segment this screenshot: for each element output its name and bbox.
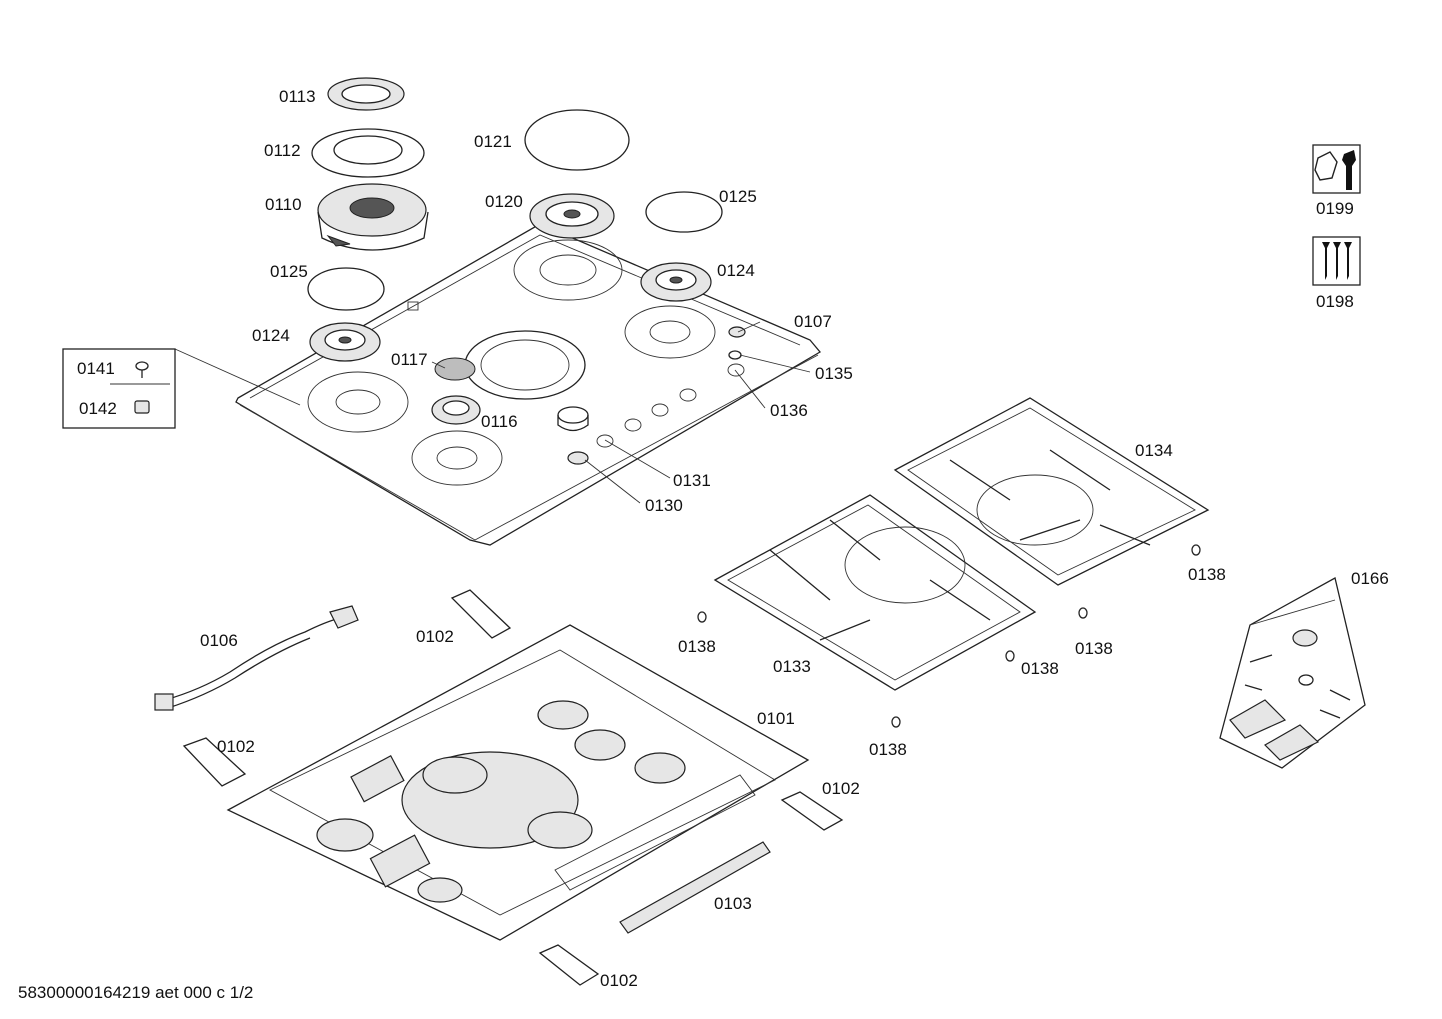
label-0198: 0198 [1316,292,1354,311]
label-0106: 0106 [200,631,238,650]
label-0107: 0107 [794,312,832,331]
screw-0141 [135,361,149,378]
bracket-0102-2 [182,737,247,787]
label-0199: 0199 [1316,199,1354,218]
label-0133: 0133 [773,657,811,676]
bracket-0102-1 [450,589,512,639]
wrench-nut-icon [1312,144,1361,194]
rubber-foot-0138-5 [891,716,901,728]
label-0141: 0141 [77,359,115,378]
knob-0131 [557,406,589,432]
pan-support-0133 [713,494,1037,691]
burner-ring-0112 [311,128,425,178]
label-0131: 0131 [673,471,711,490]
label-0102-2: 0102 [217,737,255,756]
burner-0124-right [640,262,712,302]
strip-0103 [619,841,771,934]
label-0110: 0110 [265,195,302,214]
label-0124-left: 0124 [252,326,290,345]
burner-0124-left [309,322,381,362]
label-0125-right: 0125 [719,187,757,206]
rubber-foot-0138-2 [1191,544,1201,556]
label-0134: 0134 [1135,441,1173,460]
bottom-tray-0101 [226,624,810,941]
label-0101: 0101 [757,709,795,728]
label-0136: 0136 [770,401,808,420]
label-0102-1: 0102 [416,627,454,646]
bracket-0102-4 [538,944,600,986]
label-0112: 0112 [264,141,301,160]
leader-lines-top [174,321,811,504]
label-0130: 0130 [645,496,683,515]
label-0138-4: 0138 [1021,659,1059,678]
cap-0121 [524,109,630,171]
screws-icon [1312,236,1361,286]
label-0138-3: 0138 [1075,639,1113,658]
fastener-inset-box [62,348,176,429]
cap-0125-left [307,267,385,311]
label-0102-3: 0102 [822,779,860,798]
label-0121: 0121 [474,132,512,151]
label-0113: 0113 [279,87,316,106]
label-0142: 0142 [79,399,117,418]
label-0124-right: 0124 [717,261,755,280]
label-0166: 0166 [1351,569,1389,588]
label-0138-5: 0138 [869,740,907,759]
burner-0120 [529,193,615,239]
burner-cap-0113 [327,77,405,111]
burner-base-0110 [317,183,429,251]
label-0138-2: 0138 [1188,565,1226,584]
rubber-foot-0138-1 [697,611,707,623]
accessory-bag-0166 [1219,577,1366,769]
pan-support-0134 [893,397,1210,586]
label-0117: 0117 [391,350,428,369]
rubber-foot-0138-4 [1005,650,1015,662]
cap-0125-right [645,191,723,233]
label-0120: 0120 [485,192,523,211]
seal-0135 [728,350,742,360]
mesh-0117 [434,357,476,381]
bracket-0102-3 [780,791,844,831]
power-cord-0106 [154,605,359,711]
nut-0142 [134,400,150,414]
label-0125-left: 0125 [270,262,308,281]
label-0116: 0116 [481,412,518,431]
switch-0130 [567,451,589,465]
rubber-foot-0138-3 [1078,607,1088,619]
knob-0107 [728,326,746,338]
label-0102-4: 0102 [600,971,638,990]
label-0135: 0135 [815,364,853,383]
document-id: 58300000164219 aet 000 c 1/2 [18,983,253,1002]
label-0103: 0103 [714,894,752,913]
label-0138-1: 0138 [678,637,716,656]
burner-0116 [431,395,481,425]
